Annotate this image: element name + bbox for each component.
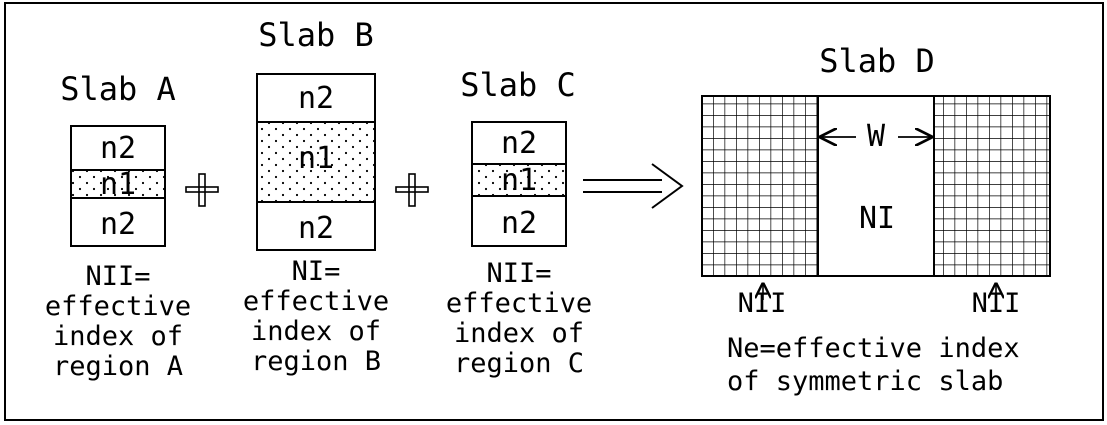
slab-a-caption-2: effective — [45, 291, 191, 322]
slab-b-bottom-layer — [256, 201, 376, 251]
slab-a-core-label: n1 — [100, 167, 136, 202]
slab-b-top-label: n2 — [298, 81, 334, 116]
slab-d-left-label: NII — [738, 288, 787, 319]
slab-b-top-layer — [256, 73, 376, 123]
slab-d: Slab D W NI NII NII Ne=effective index o… — [701, 42, 1051, 397]
slab-c-top-layer — [471, 121, 567, 165]
slab-a-top-label: n2 — [100, 131, 136, 166]
slab-b-caption-2: effective — [243, 286, 389, 317]
plus-sign-1 — [185, 173, 219, 207]
slab-a-caption-4: region A — [53, 351, 183, 382]
slab-a: Slab A n2 n1 n2 NII= effective index of … — [45, 70, 191, 382]
slab-a-caption-1: NII= — [85, 261, 150, 292]
slab-d-left-region — [701, 95, 819, 277]
diagram-frame — [4, 2, 1104, 421]
slab-a-caption-3: index of — [53, 321, 183, 352]
slab-a-bottom-label: n2 — [100, 207, 136, 242]
slab-d-center-region — [817, 95, 935, 277]
slab-d-title: Slab D — [819, 42, 935, 80]
slab-b: Slab B n2 n1 n2 NI= effective index of r… — [243, 16, 389, 377]
slab-b-caption-4: region B — [251, 346, 381, 377]
slab-c-caption-1: NII= — [486, 258, 551, 289]
slab-c-title: Slab C — [460, 66, 576, 104]
plus-sign-2 — [395, 173, 429, 207]
slab-b-caption-3: index of — [251, 316, 381, 347]
slab-c-core-layer — [471, 163, 567, 197]
slab-c-caption-2: effective — [446, 288, 592, 319]
slab-d-center-label: NI — [859, 201, 895, 236]
slab-b-title: Slab B — [258, 16, 374, 54]
slab-a-bottom-layer — [70, 197, 166, 247]
slab-d-right-label: NII — [972, 288, 1021, 319]
implies-arrow-icon — [583, 163, 684, 209]
slab-b-core-label: n1 — [298, 141, 334, 176]
slab-d-right-region — [933, 95, 1051, 277]
slab-d-caption-2: of symmetric slab — [727, 366, 1003, 397]
slab-d-caption-1: Ne=effective index — [727, 333, 1020, 364]
slab-a-title: Slab A — [60, 70, 176, 108]
slab-c-caption-4: region C — [454, 348, 584, 379]
slab-b-caption-1: NI= — [292, 256, 341, 287]
slab-c-bottom-label: n2 — [501, 206, 537, 241]
slab-c-top-label: n2 — [501, 126, 537, 161]
slab-b-bottom-label: n2 — [298, 211, 334, 246]
slab-c-caption-3: index of — [454, 318, 584, 349]
slab-c-bottom-layer — [471, 195, 567, 247]
slab-d-width-label: W — [867, 119, 886, 154]
slab-c-core-label: n1 — [501, 163, 537, 198]
slab-c: Slab C n2 n1 n2 NII= effective index of … — [446, 66, 592, 379]
